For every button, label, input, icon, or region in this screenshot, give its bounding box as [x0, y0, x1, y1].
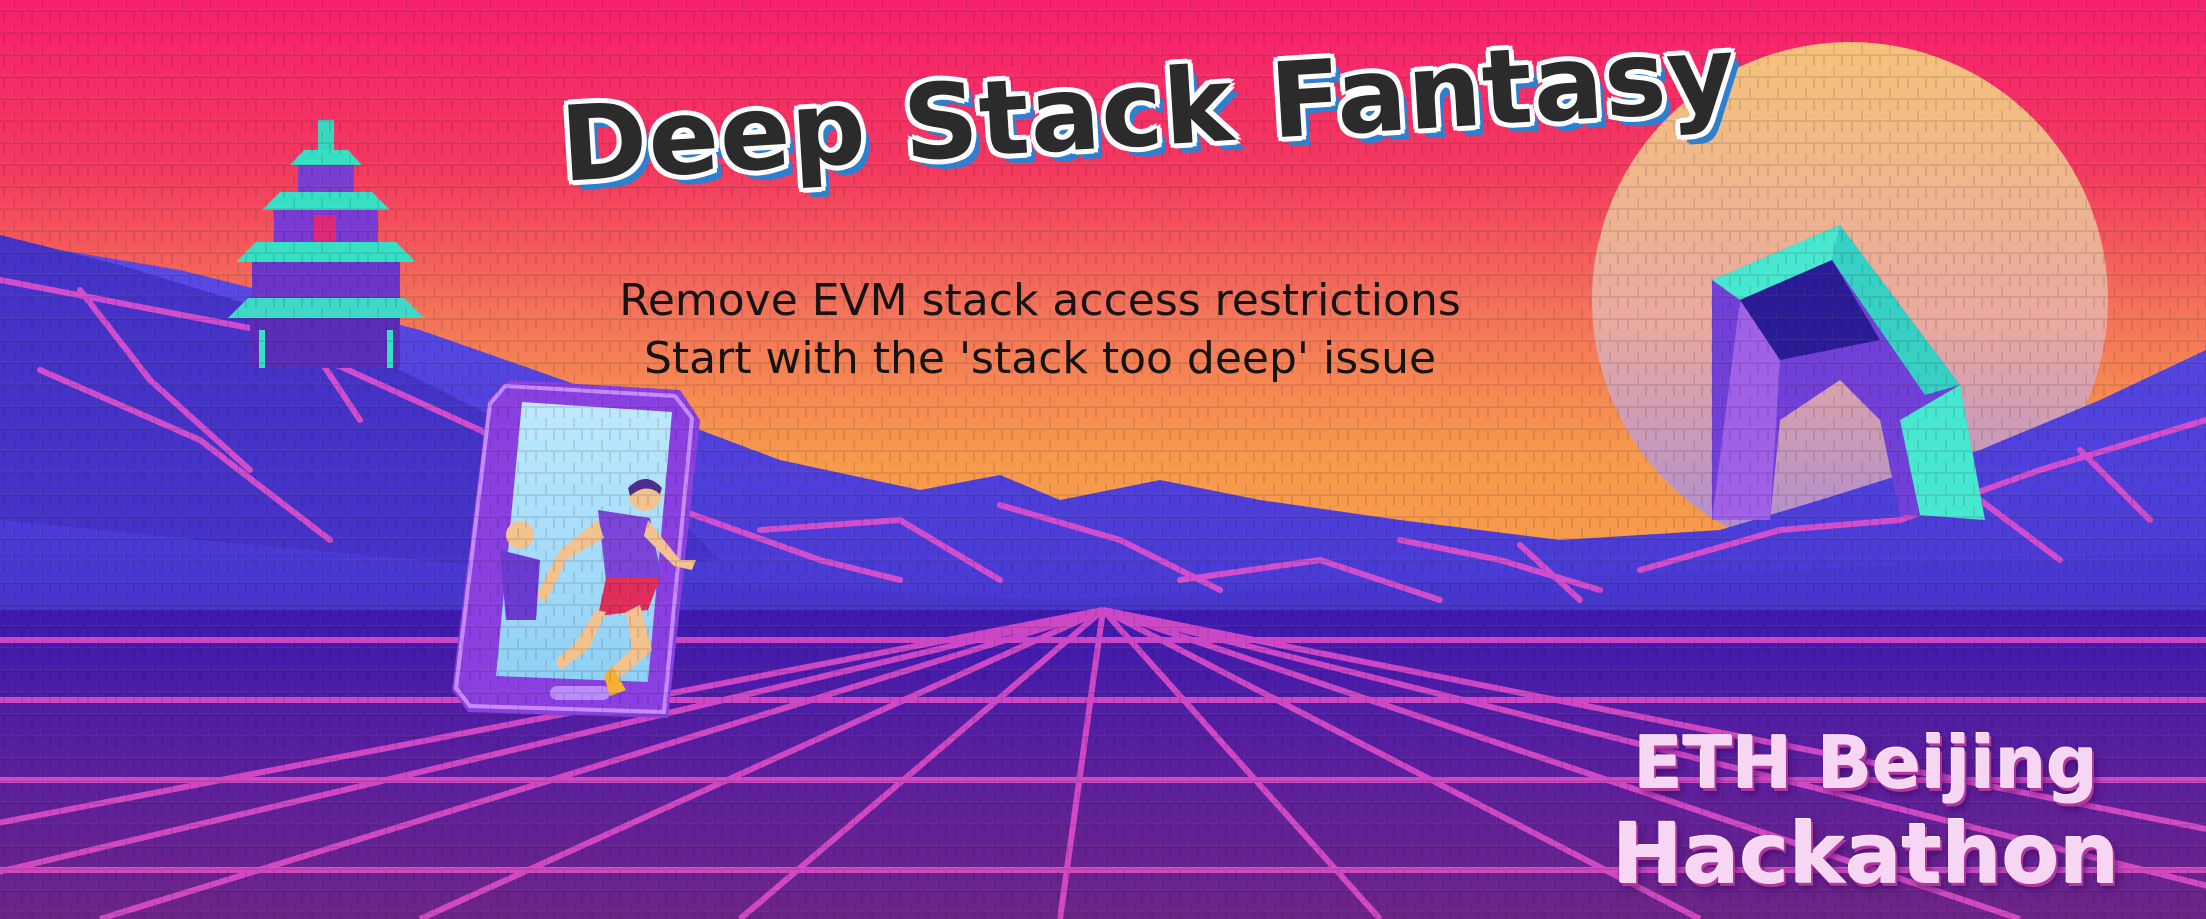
event-line-eth-beijing: ETH Beijing [1633, 721, 2099, 805]
banner-subtitle: Remove EVM stack access restrictions Sta… [540, 272, 1540, 388]
event-line-hackathon: Hackathon [1612, 805, 2120, 903]
event-name: ETH Beijing Hackathon [1586, 720, 2146, 902]
subtitle-line: Remove EVM stack access restrictions [619, 275, 1461, 326]
subtitle-line: Start with the 'stack too deep' issue [643, 333, 1437, 384]
